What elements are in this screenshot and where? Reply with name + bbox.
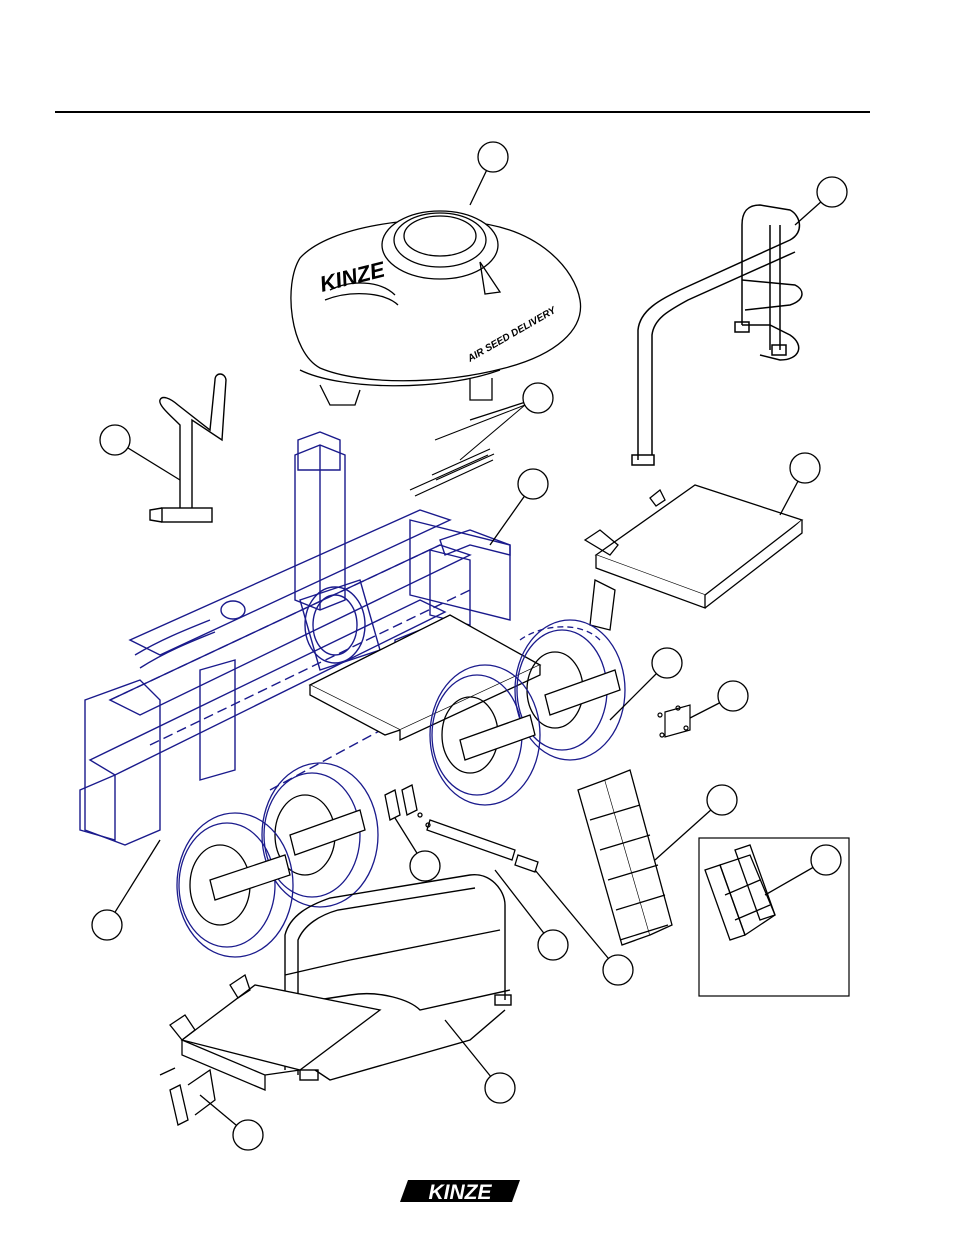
callout-bubble [518,469,548,499]
callout-upper-platform [780,453,820,515]
lower-bracket [160,1068,215,1125]
callout-bubble [523,383,553,413]
callout-bubble [652,648,682,678]
footer-logo-text: KINZE [429,1181,493,1204]
tank-straps [410,405,525,496]
callout-clevis [395,818,440,881]
callout-bubble [603,955,633,985]
callout-bubble [790,453,820,483]
callout-bubble [718,681,748,711]
callout-bubble [92,910,122,940]
callout-bubble [707,785,737,815]
callout-bubble [233,1120,263,1150]
callout-ladder-alt [765,845,841,895]
callout-bubble [410,851,440,881]
callout-frame-left [92,840,160,940]
callout-front-handle [100,425,180,480]
callout-fender [610,648,682,720]
lower-platform [170,975,380,1090]
callout-hardware-plate [690,681,748,718]
callout-frame-bracket [490,469,548,545]
ladder-alt [705,845,775,940]
callout-lower-bracket [200,1095,263,1150]
callout-bubble [817,177,847,207]
callout-tube-support [495,870,568,960]
callout-bubble [100,425,130,455]
front-handle [150,374,226,522]
callout-tank-straps [470,383,553,420]
callout-ladder [655,785,737,860]
hardware-plate [658,705,690,737]
callout-lower-handrail [445,1020,515,1103]
callout-bubble [485,1073,515,1103]
seed-tank [291,211,581,405]
callout-tank [470,142,508,205]
callout-bubble [811,845,841,875]
callout-bubble [478,142,508,172]
rear-handrail [632,205,802,465]
callout-rear-handrail [795,177,847,225]
upper-platform [585,485,802,630]
center-plate [310,615,540,740]
footer-logo: KINZE [400,1180,520,1204]
callout-bubble [538,930,568,960]
